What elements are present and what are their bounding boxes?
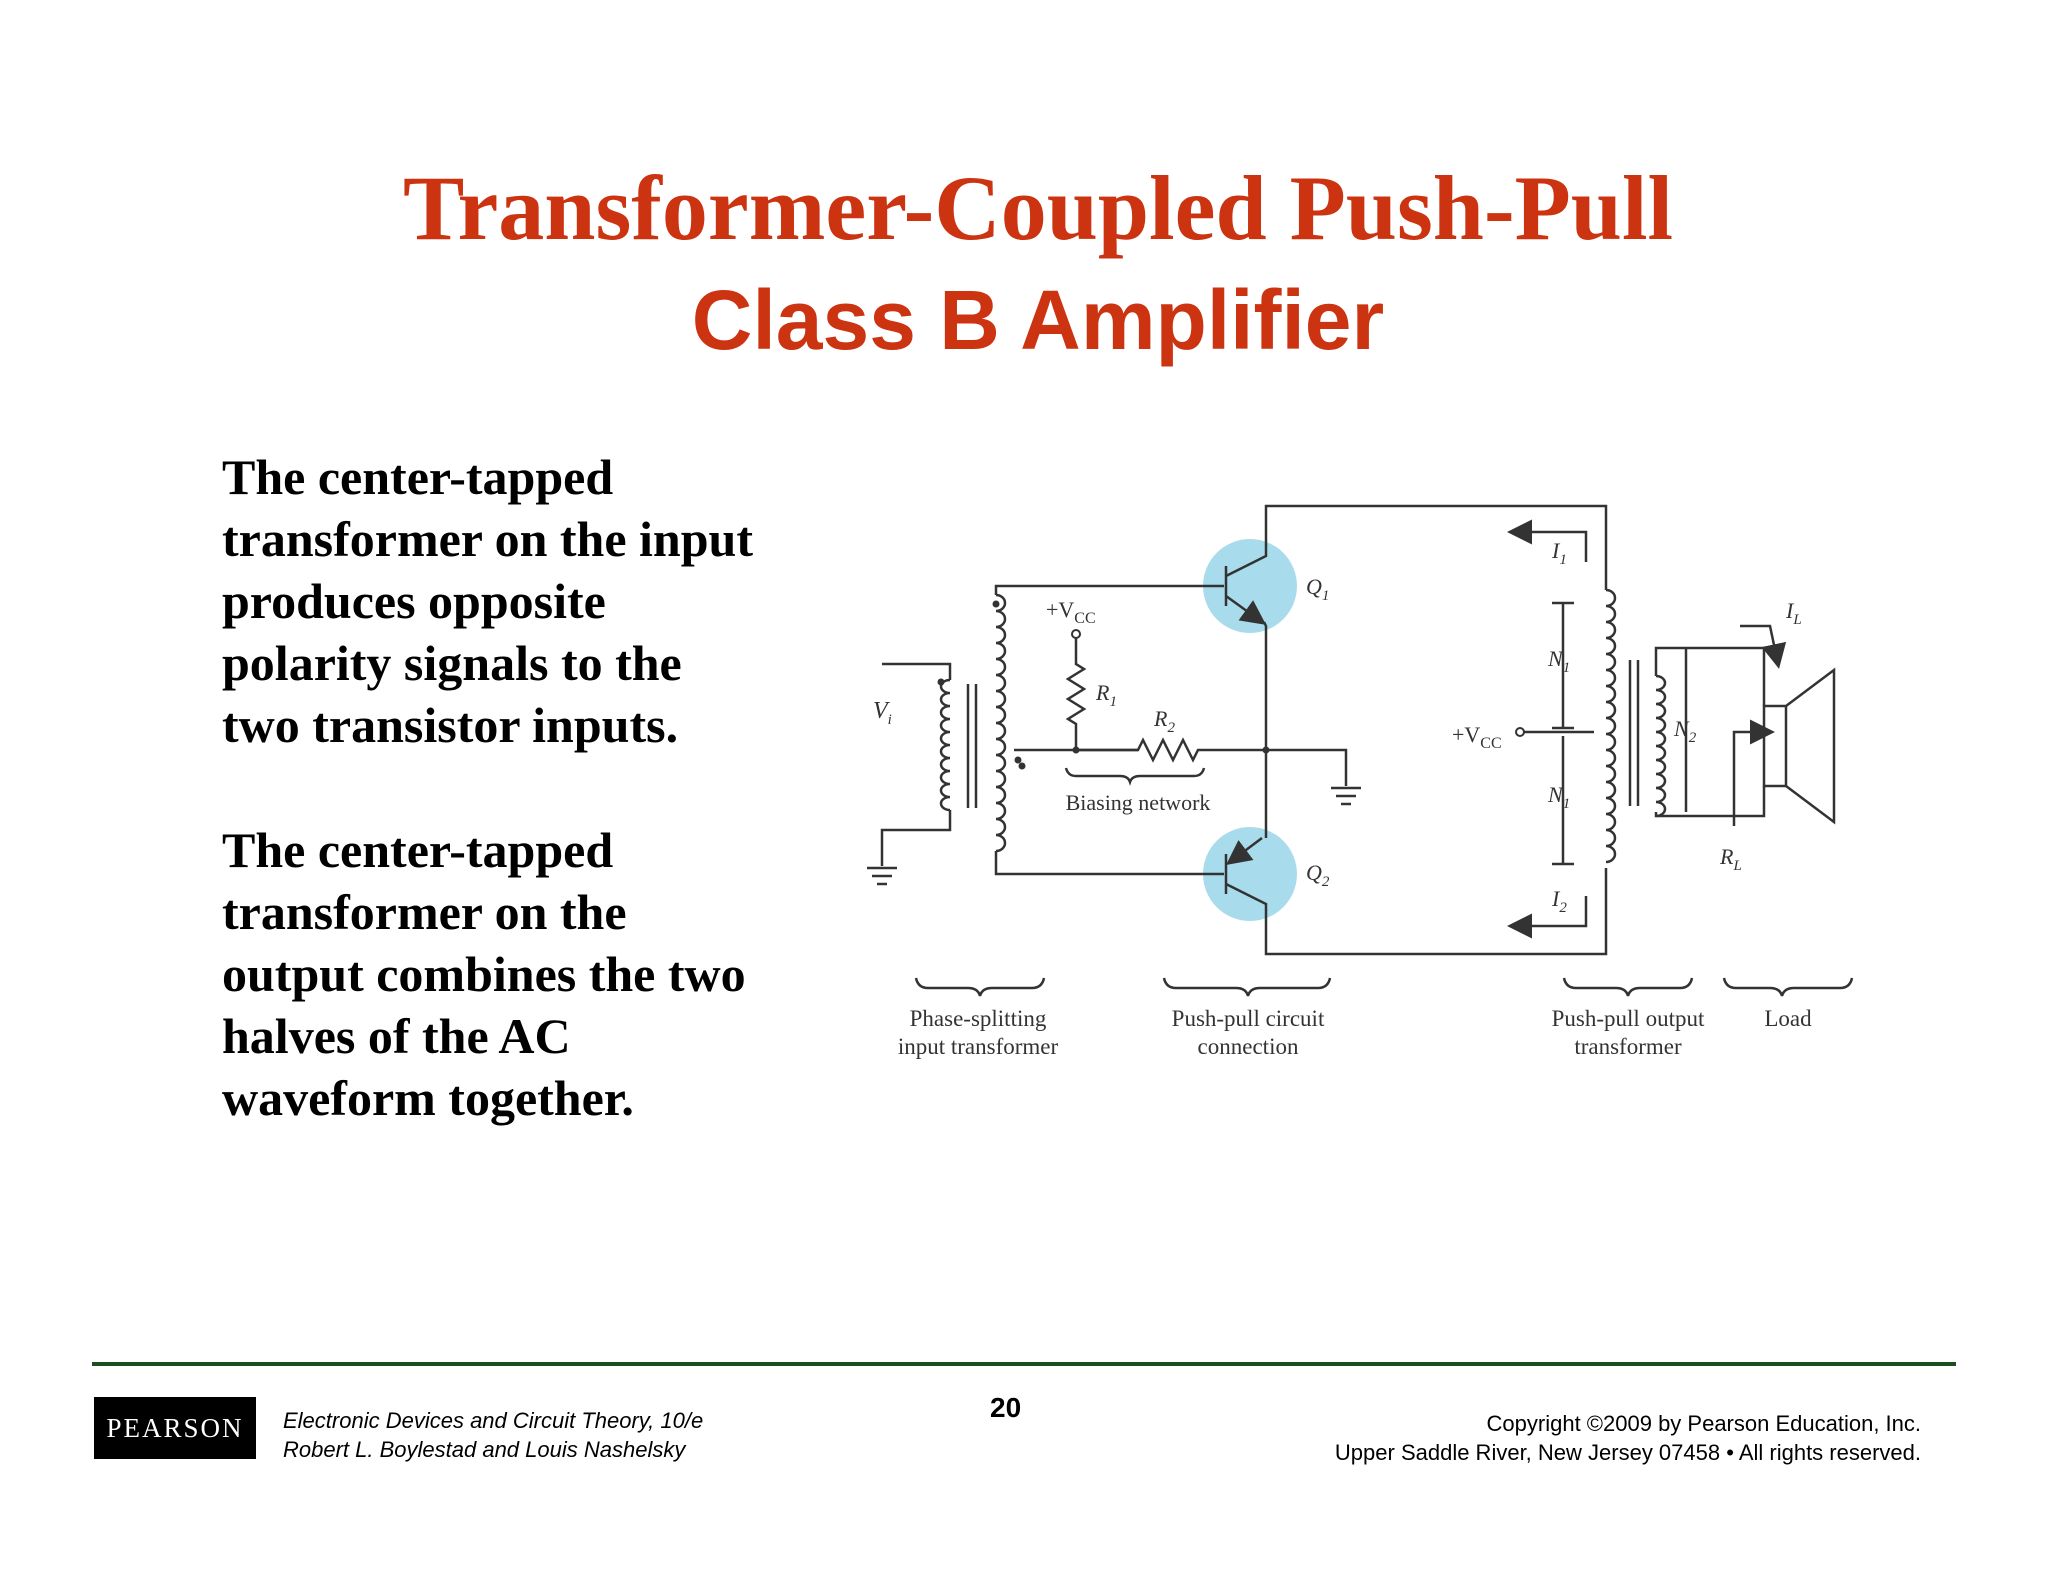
q1-emitter: [1225, 594, 1267, 625]
dot-secondary-bottom: [1018, 762, 1026, 770]
speaker-icon: [1762, 667, 1836, 825]
output-transformer-paragraph: The center-tapped transformer on the out…: [222, 819, 822, 1129]
slide-title-line2: Class B Amplifier: [691, 273, 1385, 367]
i1-arrow: [1507, 519, 1588, 562]
input-lead-bottom: [880, 810, 952, 866]
q2-emitter: [1226, 837, 1263, 865]
paragraph-line: produces opposite: [222, 573, 606, 629]
i2-arrow: [1507, 896, 1588, 939]
n2-label: N2: [1673, 716, 1697, 746]
ground-symbol-left: [867, 866, 897, 886]
r1-label: R1: [1095, 680, 1117, 710]
input-transformer-core: [966, 684, 978, 808]
caption-output-2: transformer: [1574, 1034, 1682, 1059]
vcc-label: +VCC: [1046, 597, 1096, 627]
input-secondary-coil: [995, 593, 1007, 853]
paragraph-line: transformer on the input: [222, 511, 754, 567]
copyright-line1: Copyright ©2009 by Pearson Education, In…: [1486, 1411, 1921, 1436]
paragraph-line: The center-tapped: [222, 449, 614, 505]
n1-top-label: N1: [1547, 646, 1570, 676]
q1-collector: [1225, 504, 1608, 590]
paragraph-line: two transistor inputs.: [222, 697, 679, 753]
rl-label: RL: [1719, 844, 1742, 874]
dot-center-tap: [1014, 756, 1022, 764]
slide-title-line1: Transformer-Coupled Push-Pull: [402, 157, 1674, 259]
copyright-notice: Copyright ©2009 by Pearson Education, In…: [1335, 1409, 1921, 1467]
book-title: Electronic Devices and Circuit Theory, 1…: [283, 1408, 704, 1433]
brace-load: [1722, 977, 1854, 997]
caption-push-pull-2: connection: [1198, 1034, 1299, 1059]
pearson-logo: PEARSON: [94, 1397, 256, 1459]
vcc-terminal: [1071, 629, 1081, 639]
q2-label: Q2: [1306, 860, 1330, 890]
input-transformer-paragraph: The center-tapped transformer on the inp…: [222, 446, 822, 756]
i1-label: I1: [1551, 538, 1567, 568]
output-primary-coil: [1605, 588, 1617, 864]
caption-push-pull-1: Push-pull circuit: [1172, 1006, 1325, 1031]
book-authors: Robert L. Boylestad and Louis Nashelsky: [283, 1437, 686, 1462]
emitter-rail: [1262, 621, 1268, 838]
vcc-output-terminal: [1515, 727, 1525, 737]
copyright-line2: Upper Saddle River, New Jersey 07458 • A…: [1334, 1440, 1921, 1465]
biasing-network-label: Biasing network: [1066, 790, 1211, 815]
book-citation: Electronic Devices and Circuit Theory, 1…: [283, 1406, 703, 1464]
output-secondary-coil: [1655, 674, 1667, 818]
dot-emitter-node: [1262, 746, 1270, 754]
q1-highlight: [1203, 539, 1297, 633]
dot-r1-node: [1072, 746, 1080, 754]
caption-load: Load: [1764, 1006, 1812, 1031]
secondary-top-lead: [994, 584, 1224, 595]
output-transformer-core: [1628, 660, 1640, 806]
r2-label: R2: [1153, 706, 1175, 736]
emitter-ground-lead: [1266, 748, 1348, 786]
n1-top-dimension: [1552, 601, 1574, 730]
caption-phase-splitting-1: Phase-splitting: [910, 1006, 1047, 1031]
brace-input: [914, 977, 1046, 997]
il-arrow: [1740, 624, 1787, 669]
r2-resistor: [1076, 737, 1266, 763]
ground-symbol-right: [1331, 786, 1361, 806]
caption-phase-splitting-2: input transformer: [898, 1034, 1059, 1059]
paragraph-line: output combines the two: [222, 946, 746, 1002]
paragraph-line: waveform together.: [222, 1070, 634, 1126]
r1-resistor: [1065, 636, 1087, 750]
q1-label: Q1: [1306, 574, 1329, 604]
input-primary-coil: [939, 678, 951, 812]
secondary-bottom-lead: [994, 851, 1224, 876]
brace-biasing: [1064, 767, 1206, 786]
q2-collector: [1225, 868, 1608, 956]
paragraph-line: halves of the AC: [222, 1008, 571, 1064]
n1-bottom-dimension: [1552, 736, 1574, 866]
paragraph-line: transformer on the: [222, 884, 627, 940]
n1-bottom-label: N1: [1547, 782, 1570, 812]
paragraph-line: The center-tapped: [222, 822, 614, 878]
dot-input-primary: [937, 678, 945, 686]
input-voltage-label: Vi: [873, 698, 892, 728]
brace-push-pull: [1162, 977, 1332, 997]
rl-arrow: [1732, 719, 1775, 826]
paragraph-line: polarity signals to the: [222, 635, 682, 691]
il-label: IL: [1785, 598, 1802, 628]
i2-label: I2: [1551, 886, 1567, 916]
page-number: 20: [990, 1392, 1022, 1423]
secondary-load-loop: [1654, 646, 1766, 818]
caption-output-1: Push-pull output: [1552, 1006, 1705, 1031]
footer-divider: [92, 1362, 1956, 1366]
input-lead-top: [882, 662, 952, 680]
brace-output: [1562, 977, 1694, 997]
dot-secondary-top: [992, 600, 1000, 608]
vcc-output-label: +VCC: [1452, 722, 1502, 752]
